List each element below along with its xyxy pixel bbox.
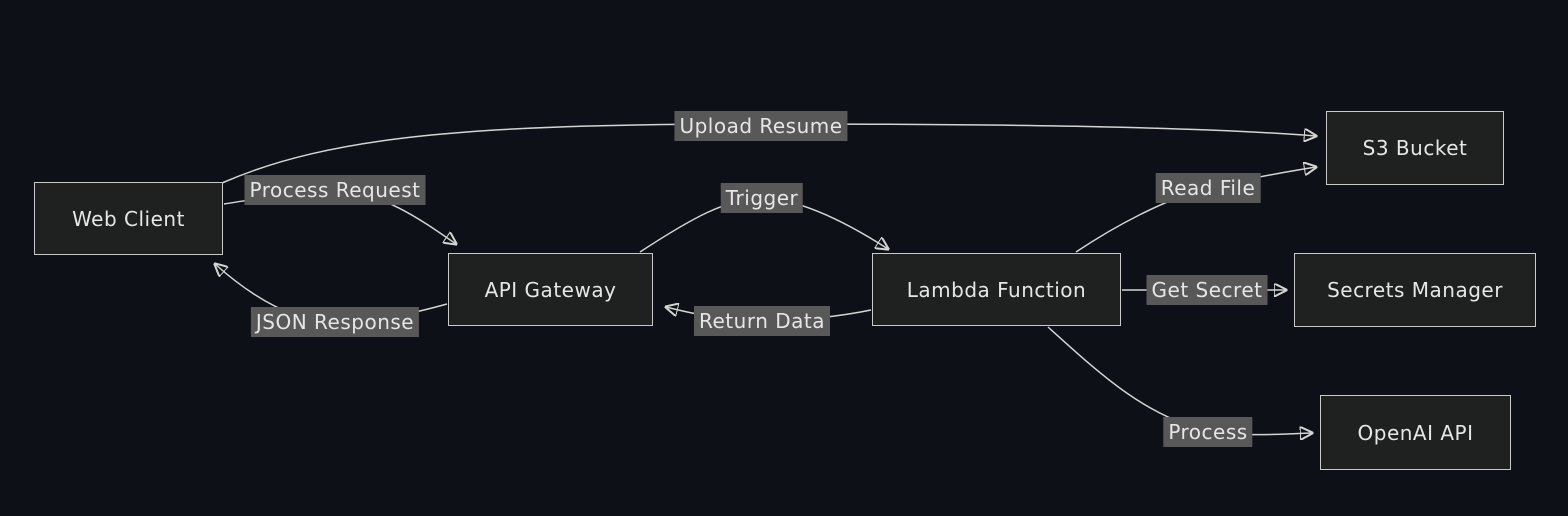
edge-label-upload-resume: Upload Resume	[674, 111, 848, 141]
node-s3-bucket: S3 Bucket	[1326, 111, 1504, 185]
edge-label-get-secret: Get Secret	[1146, 275, 1268, 305]
edge-label-process-request: Process Request	[244, 175, 426, 205]
edge-label-process: Process	[1163, 417, 1253, 447]
node-lambda-function: Lambda Function	[872, 253, 1121, 326]
node-web-client: Web Client	[34, 182, 223, 255]
edge-label-json-response: JSON Response	[250, 307, 420, 337]
node-api-gateway: API Gateway	[448, 253, 653, 326]
node-secrets-manager: Secrets Manager	[1294, 253, 1536, 327]
edge-label-return-data: Return Data	[694, 306, 830, 336]
edge-label-read-file: Read File	[1155, 173, 1261, 203]
edge-label-trigger: Trigger	[720, 183, 804, 213]
node-openai-api: OpenAI API	[1320, 395, 1511, 470]
